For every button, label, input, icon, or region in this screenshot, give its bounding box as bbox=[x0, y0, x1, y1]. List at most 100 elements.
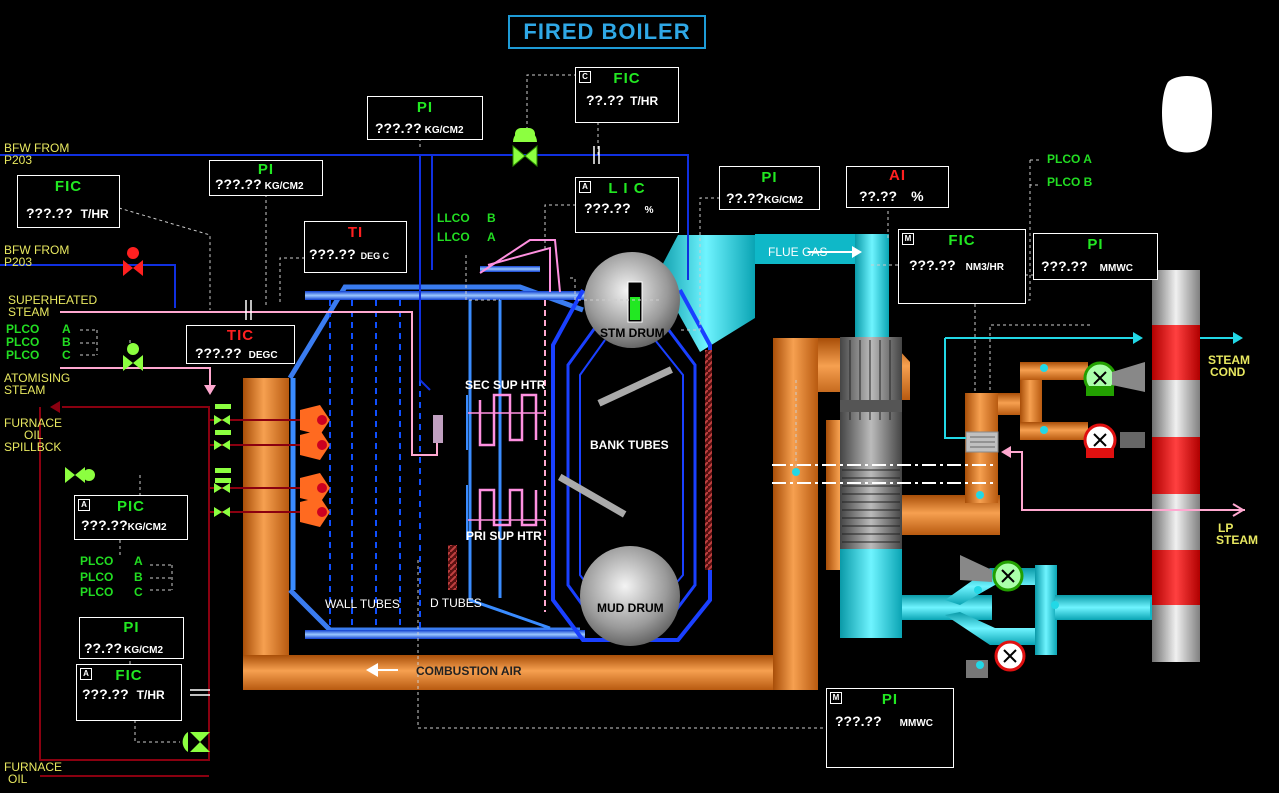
stack-red-band-2 bbox=[1152, 437, 1200, 494]
ai-faceplate[interactable]: AI ??.??% bbox=[846, 166, 949, 208]
fic-bfw-tag: FIC bbox=[54, 178, 83, 195]
pi-drum-unit: KG/CM2 bbox=[764, 195, 804, 206]
fic-bfw-value: ???.?? bbox=[26, 205, 73, 221]
bfw-red-valve[interactable] bbox=[123, 247, 143, 276]
flue-gas-label: FLUE GAS bbox=[768, 245, 828, 259]
pic-mode: A bbox=[78, 499, 90, 511]
fic-oil-faceplate[interactable]: A FIC ???.??T/HR bbox=[76, 664, 182, 721]
llco-a-label: LLCO bbox=[437, 230, 470, 244]
fic-nm3-unit: NM3/HR bbox=[965, 262, 1004, 273]
cond-return-line bbox=[944, 337, 1135, 439]
drum-level-gauge-fill bbox=[630, 297, 640, 320]
plco-c-label: PLCO bbox=[6, 348, 40, 362]
fd-fan-inlet-cone bbox=[1112, 362, 1145, 392]
id-fan-green[interactable] bbox=[992, 560, 1024, 592]
lic-tag: L I C bbox=[608, 180, 646, 197]
pi-bfw-faceplate[interactable]: PI ???.??KG/CM2 bbox=[209, 160, 323, 196]
stack-red-band-1 bbox=[1152, 325, 1200, 380]
oil-label: OIL bbox=[24, 428, 44, 442]
bottom-air-duct bbox=[243, 655, 818, 690]
atomising-label: ATOMISING bbox=[4, 371, 71, 385]
bfw-main-line bbox=[0, 154, 689, 280]
pi-bottom-faceplate[interactable]: M PI ???.??MMWC bbox=[826, 688, 954, 768]
fd-fan-green[interactable] bbox=[1083, 361, 1117, 396]
pi-top-unit: KG/CM2 bbox=[424, 125, 464, 136]
mud-drum[interactable] bbox=[580, 546, 680, 646]
atomising-steam-valve[interactable] bbox=[123, 343, 143, 371]
pi-bottom-mode: M bbox=[830, 692, 842, 704]
llco-b-letter: B bbox=[487, 211, 496, 225]
pi-oil-faceplate[interactable]: PI ??.??KG/CM2 bbox=[79, 617, 184, 659]
bfw-control-valve[interactable] bbox=[512, 128, 538, 168]
fic-oil-unit: T/HR bbox=[136, 688, 165, 702]
d-tubes-label: D TUBES bbox=[430, 596, 482, 610]
atomising-steam-label: STEAM bbox=[4, 383, 46, 397]
pri-superheater-coil bbox=[478, 488, 538, 530]
lic-faceplate[interactable]: A L I C ???.??% bbox=[575, 177, 679, 233]
d-tubes bbox=[468, 300, 551, 630]
plco-mid-a-letter: A bbox=[134, 554, 143, 568]
preheater-band bbox=[840, 400, 902, 412]
fic-oil-tag: FIC bbox=[115, 667, 143, 684]
tic-unit: DEGC bbox=[248, 350, 278, 361]
pi-drum-faceplate[interactable]: PI ??.??KG/CM2 bbox=[719, 166, 820, 210]
pi-bottom-tag: PI bbox=[881, 691, 899, 708]
plco-b-label: PLCO bbox=[6, 335, 40, 349]
atomising-steam-line bbox=[60, 367, 211, 385]
spillback-arrow bbox=[50, 401, 60, 413]
plco-a-right-label: PLCO A bbox=[1047, 152, 1092, 166]
pi-oil-tag: PI bbox=[123, 619, 140, 636]
pic-faceplate[interactable]: A PIC ???.??KG/CM2 bbox=[74, 495, 188, 540]
pi-mmwc-faceplate[interactable]: PI ???.??MMWC bbox=[1033, 233, 1158, 280]
mud-drum-label: MUD DRUM bbox=[597, 601, 664, 615]
spillback-valve[interactable] bbox=[65, 467, 95, 483]
flue-gas-outlet-duct bbox=[657, 235, 755, 352]
tic-faceplate[interactable]: TIC ???.??DEGC bbox=[186, 325, 295, 364]
pi-top-value: ???.?? bbox=[375, 120, 422, 136]
plco-mid-b-label: PLCO bbox=[80, 570, 114, 584]
pic-unit: KG/CM2 bbox=[127, 522, 167, 533]
lic-unit: % bbox=[644, 205, 654, 216]
id-fan-upper-branch bbox=[945, 568, 1055, 605]
furnace-oil-label: FURNACE bbox=[4, 760, 63, 774]
fic-top-mode: C bbox=[579, 71, 591, 83]
fd-fan-red[interactable] bbox=[1083, 423, 1117, 458]
top-header bbox=[305, 291, 585, 300]
pi-bottom-unit: MMWC bbox=[899, 718, 933, 729]
pi-bfw-value: ???.?? bbox=[215, 176, 262, 192]
fic-top-tag: FIC bbox=[613, 70, 641, 87]
fan-top-duct bbox=[998, 393, 1022, 415]
id-fan-red[interactable] bbox=[994, 640, 1026, 672]
left-air-riser bbox=[243, 378, 289, 690]
flue-gas-riser bbox=[855, 234, 889, 340]
id-fan-cone bbox=[960, 555, 992, 582]
bfw-p203-label: P203 bbox=[4, 153, 33, 167]
sec-header bbox=[480, 266, 540, 272]
ti-faceplate[interactable]: TI ???.??DEG C bbox=[304, 221, 407, 273]
furnace-oil-label-2: OIL bbox=[8, 772, 28, 786]
pi-top-tag: PI bbox=[416, 99, 434, 116]
pi-drum-value: ??.?? bbox=[726, 190, 765, 206]
ti-unit: DEG C bbox=[360, 251, 390, 261]
fic-bfw-faceplate[interactable]: FIC ???.??T/HR bbox=[17, 175, 120, 228]
fic-top-faceplate[interactable]: C FIC ??.??T/HR bbox=[575, 67, 679, 123]
baffle-2 bbox=[557, 473, 627, 518]
ai-unit: % bbox=[911, 188, 924, 204]
llco-b-label: LLCO bbox=[437, 211, 470, 225]
desuperheater bbox=[433, 415, 443, 443]
fic-top-value: ??.?? bbox=[586, 92, 625, 108]
fic-nm3-faceplate[interactable]: M FIC ???.??NM3/HR bbox=[898, 229, 1026, 304]
pic-value: ???.?? bbox=[81, 517, 128, 533]
plco-a-letter: A bbox=[62, 322, 71, 336]
pi-top-faceplate[interactable]: PI ???.??KG/CM2 bbox=[367, 96, 483, 140]
refractory-strip bbox=[705, 350, 712, 570]
lp-steam-line bbox=[1003, 451, 1245, 511]
fan-upper-branch bbox=[1020, 362, 1088, 380]
plco-b-right-label: PLCO B bbox=[1047, 175, 1093, 189]
steam-label: STEAM bbox=[1208, 353, 1250, 367]
smoke-plume bbox=[1162, 76, 1212, 153]
id-fan-lower-branch bbox=[945, 612, 1055, 645]
pi-mmwc-unit: MMWC bbox=[1099, 263, 1133, 274]
burner-valves[interactable] bbox=[214, 404, 231, 517]
furnace-oil-control-valve[interactable] bbox=[182, 732, 210, 752]
